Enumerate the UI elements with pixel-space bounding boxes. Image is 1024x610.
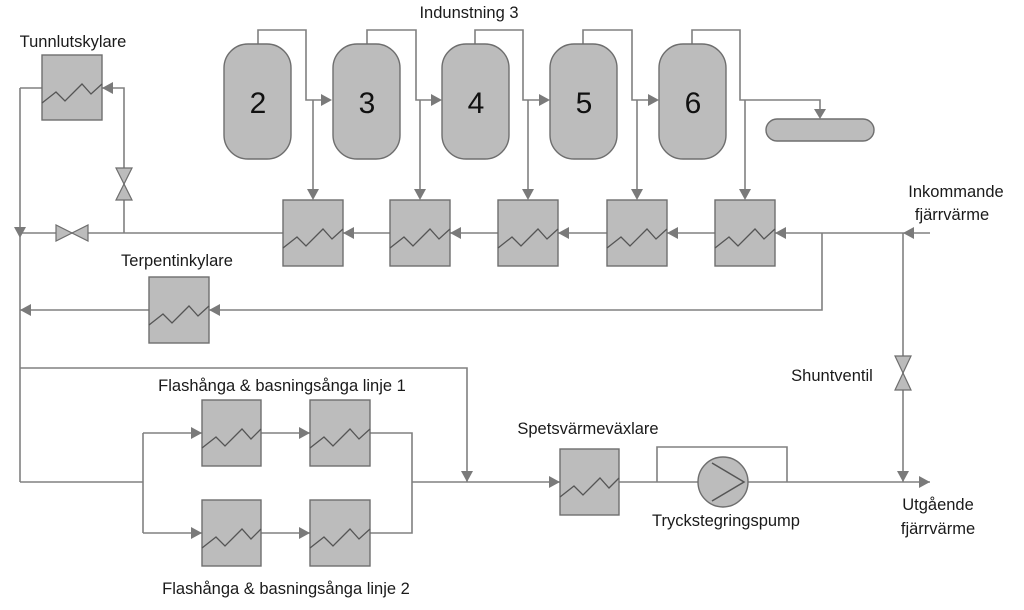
vapor-line-6-tank (691, 29, 821, 110)
arrow-tunnlut-in (102, 82, 113, 94)
arrow-terpentin-in (209, 304, 220, 316)
arrow-hx5-in (667, 227, 678, 239)
valve-tunnlut (115, 167, 133, 201)
label-indunstning: Indunstning 3 (419, 4, 518, 22)
label-inkommande-1: Inkommande (908, 183, 1003, 201)
arrow-hx4-in (558, 227, 569, 239)
vessel-3 (332, 43, 401, 160)
hx-effect-2 (282, 199, 344, 267)
hx-spetsvarmevaxlare (559, 448, 620, 516)
vessel-6 (658, 43, 727, 160)
flow-arrows (14, 82, 930, 539)
arrow-shunt-down (897, 471, 909, 482)
arrow-hx6-in (775, 227, 786, 239)
condensate-tank (765, 118, 875, 142)
arrow-linje1-hx1 (191, 427, 202, 439)
arrow-hx4-down (522, 189, 534, 200)
pump-tryckstegringspump (697, 456, 749, 508)
arrow-left-down (14, 227, 26, 238)
hx-linje1-a (201, 399, 262, 467)
arrow-linje2-hx1 (191, 527, 202, 539)
label-inkommande-2: fjärrvärme (915, 206, 989, 224)
arrow-tank-in (814, 109, 826, 119)
arrow-hx2-down (307, 189, 319, 200)
bypass-line (20, 367, 468, 482)
label-terpentinkylare: Terpentinkylare (121, 252, 233, 270)
hx-effect-5 (606, 199, 668, 267)
evaporator-vessels: 2 3 4 5 6 (223, 43, 875, 160)
arrow-vessel-4-in (431, 94, 442, 106)
label-tunnlutskylare: Tunnlutskylare (20, 33, 127, 51)
vessel-4 (441, 43, 510, 160)
valve-main-left (55, 224, 89, 242)
vapor-line-3-4 (366, 29, 432, 101)
linje2-line (143, 482, 413, 534)
linje1-line (143, 432, 413, 482)
hx-effect-6 (714, 199, 776, 267)
arrow-vessel-5-in (539, 94, 550, 106)
valves (55, 167, 912, 391)
labels: Indunstning 3 Tunnlutskylare Inkommande … (20, 4, 1004, 598)
hx-terpentinkylare (148, 276, 210, 344)
arrow-outlet (919, 476, 930, 488)
heat-exchangers (41, 54, 776, 567)
vessel-5 (549, 43, 618, 160)
arrow-hx3-in (450, 227, 461, 239)
label-tryckstegringspump: Tryckstegringspump (652, 512, 800, 530)
vessel-4-number: 4 (468, 87, 485, 120)
arrow-spets-in (549, 476, 560, 488)
label-spetsvarmevaxlare: Spetsvärmeväxlare (517, 420, 658, 438)
tunnlut-return (102, 87, 125, 233)
label-shuntventil: Shuntventil (791, 367, 873, 385)
terpentin-branch (20, 233, 823, 311)
arrow-inlet (903, 227, 914, 239)
arrow-terpentin-out (20, 304, 31, 316)
arrow-hx5-down (631, 189, 643, 200)
arrow-bypass-down (461, 471, 473, 482)
hx-tunnlutskylare (41, 54, 103, 121)
label-utgaende-2: fjärrvärme (901, 520, 975, 538)
vapor-line-2-3 (257, 29, 322, 101)
hx-linje2-a (201, 499, 262, 567)
arrow-hx2-in (343, 227, 354, 239)
vessel-3-number: 3 (359, 87, 376, 120)
vessel-2 (223, 43, 292, 160)
valve-shuntventil (894, 355, 912, 391)
arrow-linje2-hx2 (299, 527, 310, 539)
arrow-linje1-hx2 (299, 427, 310, 439)
hx-linje2-b (309, 499, 371, 567)
arrow-hx3-down (414, 189, 426, 200)
label-utgaende-1: Utgående (902, 496, 974, 514)
arrow-vessel-6-in (648, 94, 659, 106)
pump-bypass (656, 446, 788, 482)
hx-effect-3 (389, 199, 451, 267)
hx-effect-4 (497, 199, 559, 267)
hx-linje1-b (309, 399, 371, 467)
label-linje2: Flashånga & basningsånga linje 2 (162, 580, 410, 598)
vessel-6-number: 6 (685, 87, 702, 120)
arrow-vessel-3-in (321, 94, 332, 106)
vessel-2-number: 2 (250, 87, 267, 120)
vessel-5-number: 5 (576, 87, 593, 120)
label-linje1: Flashånga & basningsånga linje 1 (158, 377, 406, 395)
arrow-hx6-down (739, 189, 751, 200)
